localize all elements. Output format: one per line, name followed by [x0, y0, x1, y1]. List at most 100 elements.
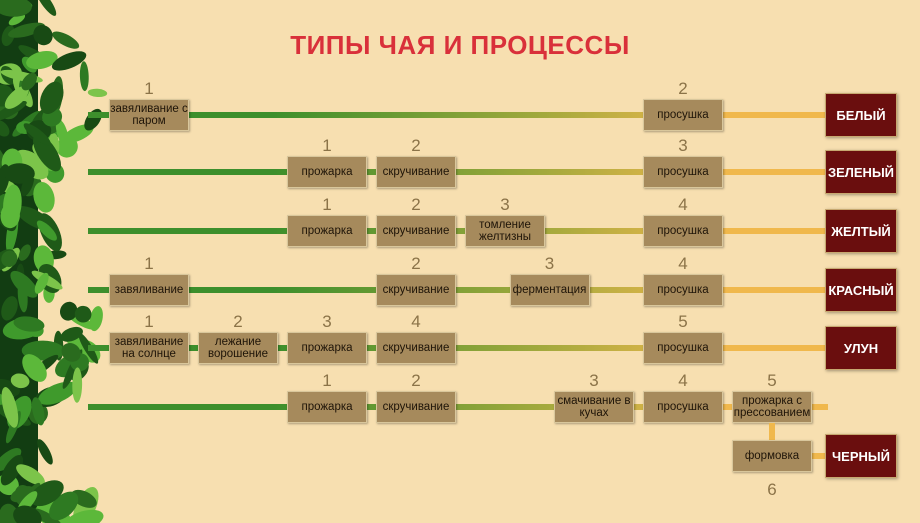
leaf-shape — [35, 0, 57, 16]
leaf-shape — [8, 13, 26, 26]
leaf-shape — [51, 51, 87, 71]
step-number: 3 — [678, 136, 688, 155]
process-step: ферментация — [509, 274, 590, 306]
connector-line — [769, 423, 775, 447]
process-step: томление желтизны — [465, 215, 545, 247]
process-step: прожарка — [287, 215, 367, 247]
process-step: просушка — [643, 156, 723, 188]
leaf-shape — [74, 305, 92, 323]
process-step: просушка — [643, 274, 723, 306]
step-number: 4 — [678, 195, 688, 214]
leaf-shape — [39, 81, 64, 114]
process-step: формовка — [732, 440, 812, 472]
step-number: 2 — [678, 79, 688, 98]
leaf-shape — [37, 439, 53, 465]
tea-type-label: ЖЕЛТЫЙ — [825, 209, 897, 253]
tea-type-label: УЛУН — [825, 326, 897, 370]
leaf-shape — [10, 270, 38, 298]
leaf-shape — [34, 272, 49, 294]
leaf-shape — [30, 480, 64, 507]
leaf-shape — [33, 134, 61, 172]
leaf-shape — [36, 220, 57, 241]
process-step: просушка — [643, 332, 723, 364]
leaf-shape — [61, 342, 81, 362]
process-step: смачивание в кучах — [554, 391, 634, 423]
process-step: скручивание — [376, 332, 456, 364]
process-line — [88, 287, 828, 293]
process-step: просушка — [643, 215, 723, 247]
leaf-shape — [0, 101, 27, 121]
process-line — [88, 112, 828, 118]
process-step: завяливание на солнце — [109, 332, 189, 364]
process-step: прожарка — [287, 391, 367, 423]
step-number: 2 — [411, 371, 421, 390]
process-step: скручивание — [376, 391, 456, 423]
leaf-shape — [0, 120, 10, 137]
step-number: 5 — [678, 312, 688, 331]
leaf-shape — [4, 85, 29, 109]
leaf-shape — [31, 397, 45, 426]
leaf-shape — [33, 24, 53, 46]
leaf-shape — [13, 316, 45, 332]
process-line — [88, 345, 828, 351]
leaf-shape — [14, 149, 49, 180]
step-number: 3 — [322, 312, 332, 331]
leaf-shape — [87, 88, 108, 98]
leaf-shape — [0, 454, 24, 486]
step-number: 3 — [500, 195, 510, 214]
step-number: 2 — [233, 312, 243, 331]
step-number: 1 — [144, 312, 154, 331]
leaf-shape — [55, 119, 69, 147]
leaf-shape — [1, 296, 18, 321]
step-number: 4 — [411, 312, 421, 331]
process-step: прожарка с прессованием — [732, 391, 812, 423]
step-number: 1 — [322, 371, 332, 390]
step-number: 2 — [411, 136, 421, 155]
leaf-shape — [64, 509, 104, 523]
tea-type-label: КРАСНЫЙ — [825, 268, 897, 312]
step-number: 6 — [767, 480, 777, 499]
leaf-shape — [38, 381, 77, 405]
process-step: скручивание — [376, 156, 456, 188]
leaf-shape — [0, 203, 20, 229]
step-number: 1 — [144, 79, 154, 98]
leaf-shape — [33, 181, 55, 213]
diagram-title: ТИПЫ ЧАЯ И ПРОЦЕССЫ — [290, 30, 630, 60]
process-step: просушка — [643, 391, 723, 423]
step-number: 3 — [544, 254, 555, 273]
process-step: завяливание с паром — [109, 99, 189, 131]
leaf-shape — [52, 31, 80, 49]
leaf-shape — [1, 387, 19, 428]
leaf-shape — [8, 22, 45, 38]
process-line — [88, 169, 828, 175]
leaf-shape — [21, 72, 38, 91]
step-number: 2 — [411, 195, 421, 214]
process-step: скручивание — [376, 274, 456, 306]
process-line — [88, 404, 828, 410]
leaf-shape — [0, 503, 20, 523]
step-number: 4 — [678, 254, 688, 273]
leaf-shape — [60, 326, 83, 342]
leaf-shape — [0, 0, 32, 17]
leaf-shape — [23, 123, 51, 146]
step-number: 3 — [589, 371, 599, 390]
leaf-shape — [4, 163, 35, 184]
leaf-shape — [10, 373, 30, 389]
process-step: лежание ворошение — [198, 332, 278, 364]
process-step: скручивание — [376, 215, 456, 247]
leaf-shape — [18, 244, 31, 261]
tea-leaves-decoration — [0, 0, 108, 523]
leaf-shape — [0, 448, 22, 472]
leaf-shape — [72, 367, 83, 403]
process-step: прожарка — [287, 156, 367, 188]
process-step: просушка — [643, 99, 723, 131]
process-line — [88, 228, 828, 234]
leaf-shape — [1, 250, 18, 268]
tea-type-label: ЗЕЛЕНЫЙ — [825, 150, 897, 194]
leaf-shape — [79, 61, 89, 92]
leaf-shape — [26, 50, 58, 70]
step-number: 1 — [322, 195, 332, 214]
step-number: 1 — [144, 254, 154, 273]
leaf-shape — [16, 464, 45, 486]
leaf-shape — [59, 301, 78, 321]
